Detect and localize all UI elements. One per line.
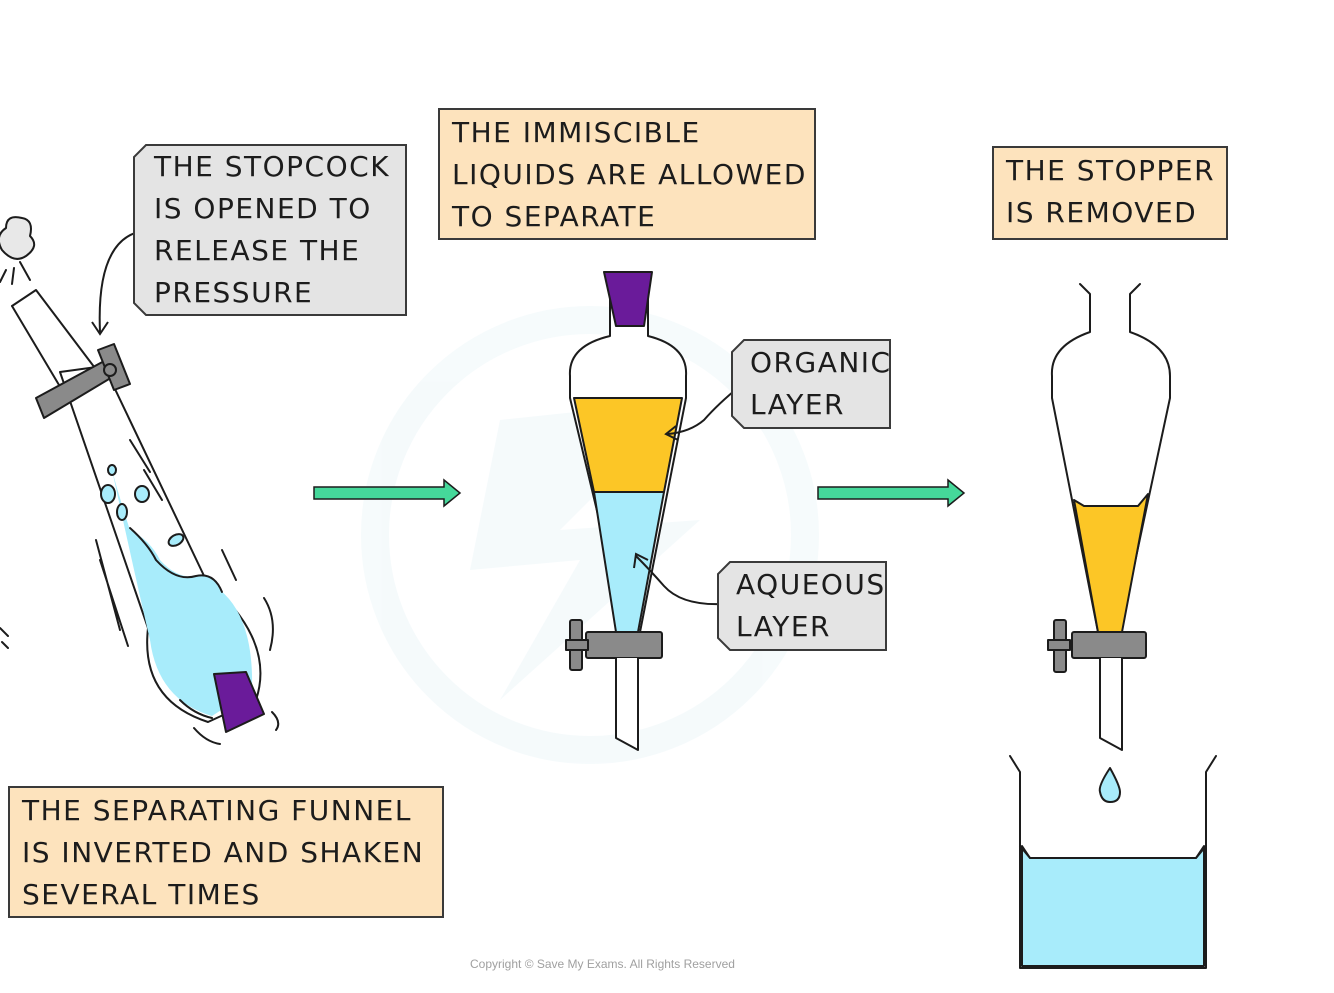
aqueous-liquid-shaken: [112, 470, 253, 716]
stopper: [603, 271, 653, 327]
step3-caption: THE STOPPER IS REMOVED: [992, 146, 1228, 240]
stopcock-tap: [1047, 619, 1147, 673]
gas-puff-icon: [0, 216, 36, 285]
stopper-inverted: [213, 671, 265, 733]
stopcock-tap: [565, 619, 663, 671]
stopcock-clamp: [35, 343, 131, 419]
aqueous-layer-label: AQUEOUS LAYER: [736, 568, 886, 643]
beaker: [1009, 755, 1217, 969]
step2-caption: THE IMMISCIBLE LIQUIDS ARE ALLOWED TO SE…: [438, 108, 816, 240]
organic-layer: [573, 397, 683, 493]
right-arrow-icon: [817, 478, 966, 508]
copyright-text: Copyright © Save My Exams. All Rights Re…: [470, 957, 735, 971]
stopcock-label: THE STOPCOCK IS OPENED TO RELEASE THE PR…: [154, 150, 391, 309]
organic-layer-label: ORGANIC LAYER: [750, 346, 892, 421]
aqueous-tag-shape: [717, 561, 887, 651]
separating-funnel-layers: [565, 271, 688, 751]
droplet-icon: [1098, 767, 1121, 803]
organic-layer-remaining: [1073, 493, 1149, 633]
draining-funnel: [1047, 283, 1171, 803]
organic-tag-shape: [731, 339, 891, 429]
right-arrow-icon: [313, 478, 462, 508]
inverted-funnel: [0, 216, 280, 745]
aqueous-collected: [1021, 845, 1205, 967]
stopcock-tag-shape: [133, 144, 407, 316]
step1-caption: THE SEPARATING FUNNEL IS INVERTED AND SH…: [8, 786, 444, 918]
watermark-logo: [361, 306, 819, 764]
